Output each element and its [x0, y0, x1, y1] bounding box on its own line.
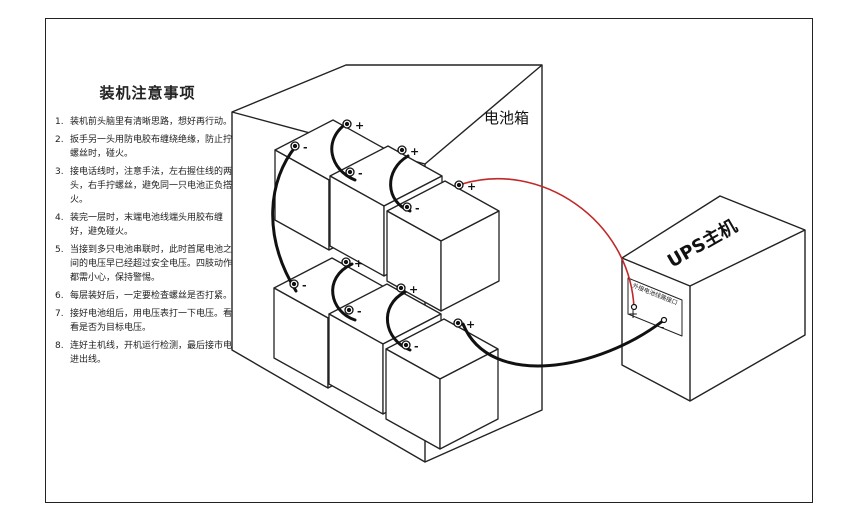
battery [385, 318, 499, 450]
battery-terminal-center [456, 182, 462, 188]
battery-terminal-center [346, 307, 352, 313]
wire-negative-to-ups [461, 318, 666, 368]
wire-top-1 [271, 144, 298, 293]
note-text: 装机前头脑里有清晰思路，想好再行动。 [70, 117, 233, 127]
note-number: 6. [55, 291, 64, 301]
battery-negative-mark: - [303, 141, 308, 154]
note-text: 连好主机线，开机运行检测，最后接市电进出线。 [70, 341, 233, 365]
note-text: 每层装好后，一定要检查螺丝是否打紧。 [70, 291, 233, 301]
wire-top-2 [330, 121, 357, 182]
battery-positive-mark: + [410, 145, 419, 158]
battery-positive-mark: + [466, 318, 475, 331]
note-text: 接电话线时，注意手法，左右握住线的两头，右手拧螺丝，避免同一只电池正负搭火。 [70, 167, 233, 205]
battery-positive-mark: + [355, 119, 364, 132]
battery-terminal-center [343, 259, 349, 265]
battery-terminal-center [404, 204, 410, 210]
battery-negative-mark: - [415, 202, 420, 215]
wire-bottom-1 [331, 262, 357, 322]
installation-notes: 装机注意事项 1. 装机前头脑里有清晰思路，想好再行动。 2. 扳手另一头用防电胶布… [55, 82, 240, 371]
note-number: 4. [55, 213, 64, 223]
diagram-frame [45, 18, 813, 503]
notes-title: 装机注意事项 [99, 84, 196, 102]
battery-negative-mark: - [358, 167, 363, 180]
note-item: 7. 接好电池组后，用电压表打一下电压。看看是否为目标电压。 [55, 307, 240, 335]
battery-box-label: 电池箱 [484, 109, 529, 127]
note-number: 1. [55, 117, 64, 127]
note-text: 当接到多只电池串联时，此时首尾电池之间的电压早已经超过安全电压。四肢动作都需小心… [70, 245, 233, 283]
battery-terminal-center [403, 342, 409, 348]
battery-terminal-center [347, 169, 353, 175]
note-number: 7. [55, 309, 64, 319]
note-number: 3. [55, 167, 64, 177]
note-number: 2. [55, 135, 64, 145]
battery-terminal-center [398, 285, 404, 291]
battery-positive-mark: + [409, 283, 418, 296]
battery-terminal-center [291, 281, 297, 287]
note-number: 8. [55, 341, 64, 351]
note-item: 3. 接电话线时，注意手法，左右握住线的两头，右手拧螺丝，避免同一只电池正负搭火。 [55, 165, 240, 207]
battery-positive-mark: + [467, 180, 476, 193]
battery-positive-mark: + [354, 257, 363, 270]
ups-port-plus: + [628, 307, 638, 321]
note-item: 1. 装机前头脑里有清晰思路，想好再行动。 [55, 115, 240, 129]
note-number: 5. [55, 245, 64, 255]
notes-list: 1. 装机前头脑里有清晰思路，想好再行动。 2. 扳手另一头用防电胶布缠绕绝缘，防止… [55, 115, 240, 367]
note-text: 接好电池组后，用电压表打一下电压。看看是否为目标电压。 [70, 309, 233, 333]
ups-port-minus: - [660, 320, 664, 334]
note-item: 8. 连好主机线，开机运行检测，最后接市电进出线。 [55, 339, 240, 367]
battery-terminal-center [455, 320, 461, 326]
note-item: 5. 当接到多只电池串联时，此时首尾电池之间的电压早已经超过安全电压。四肢动作都需… [55, 243, 240, 285]
battery-terminal-center [344, 121, 350, 127]
battery-negative-mark: - [414, 340, 419, 353]
note-item: 4. 装完一层时，末端电池线端头用胶布缠好，避免碰火。 [55, 211, 240, 239]
battery-terminal-center [399, 147, 405, 153]
note-item: 2. 扳手另一头用防电胶布缠绕绝缘，防止拧螺丝时，碰火。 [55, 133, 240, 161]
note-item: 6. 每层装好后，一定要检查螺丝是否打紧。 [55, 289, 240, 303]
battery-terminal-center [292, 143, 298, 149]
battery-negative-mark: - [357, 305, 362, 318]
note-text: 装完一层时，末端电池线端头用胶布缠好，避免碰火。 [70, 213, 224, 237]
ups-port-negative-terminal [660, 316, 668, 324]
ups-port-positive-terminal [630, 303, 638, 311]
note-text: 扳手另一头用防电胶布缠绕绝缘，防止拧螺丝时，碰火。 [70, 135, 233, 159]
ups-unit [621, 195, 806, 402]
positive-cable-to-ups [461, 178, 635, 309]
battery-negative-mark: - [302, 279, 307, 292]
